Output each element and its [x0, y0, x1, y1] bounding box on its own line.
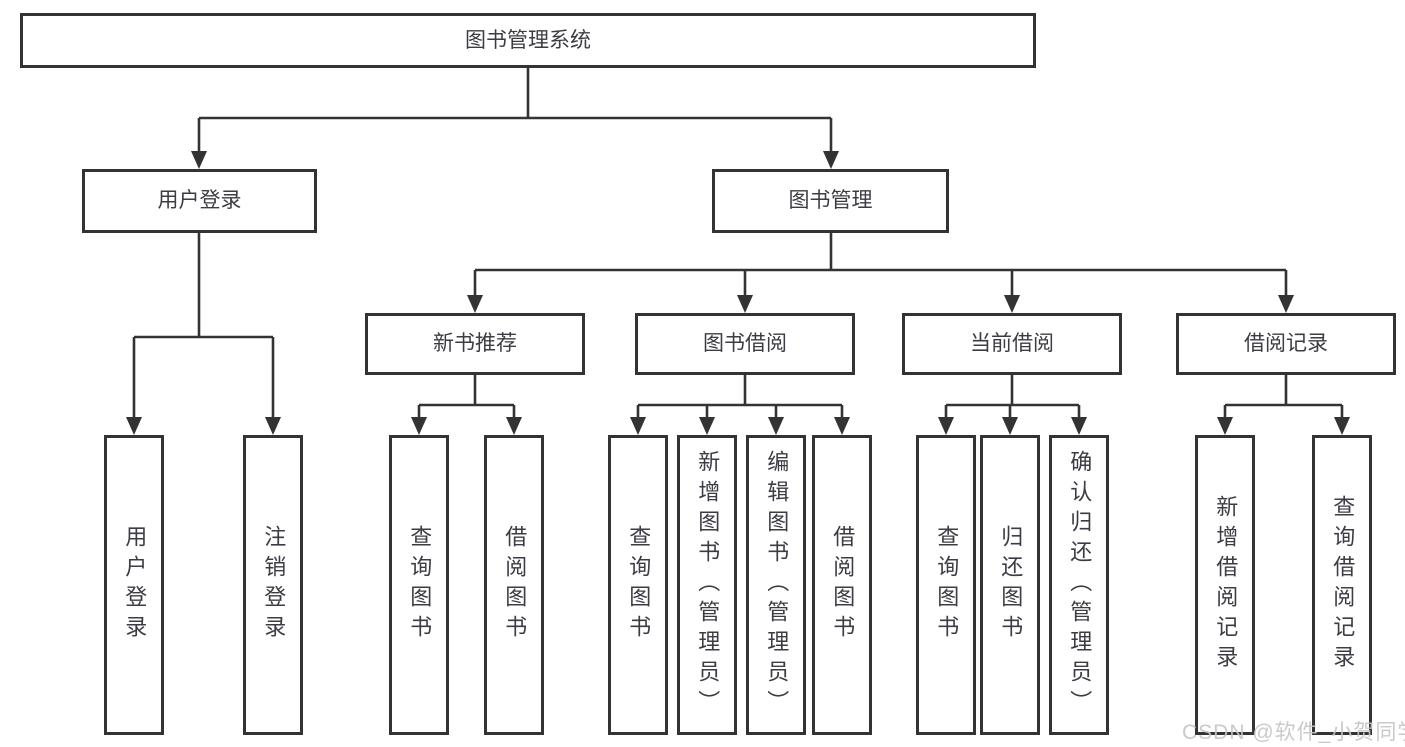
leaf-recommend-borrow-books: 借阅图书 — [484, 435, 544, 735]
node-new-book-recommend: 新书推荐 — [365, 313, 585, 375]
node-book-management-module: 图书管理 — [712, 169, 949, 233]
leaf-user-login: 用户登录 — [104, 435, 164, 735]
leaf-add-borrow-record: 新增借阅记录 — [1195, 435, 1255, 735]
node-book-borrowing: 图书借阅 — [635, 313, 855, 375]
csdn-watermark: CSDN @软件_小贺同学 — [1182, 721, 1405, 744]
node-current-borrowing: 当前借阅 — [902, 313, 1122, 375]
leaf-add-books-admin: 新增图书（管理员） — [677, 435, 737, 735]
node-borrowing-records: 借阅记录 — [1176, 313, 1396, 375]
leaf-query-borrow-record: 查询借阅记录 — [1312, 435, 1372, 735]
leaf-current-query-books: 查询图书 — [916, 435, 976, 735]
leaf-return-books: 归还图书 — [980, 435, 1040, 735]
node-user-login-module: 用户登录 — [82, 169, 317, 233]
leaf-borrow-query-books: 查询图书 — [608, 435, 668, 735]
leaf-borrow-books: 借阅图书 — [812, 435, 872, 735]
leaf-edit-books-admin: 编辑图书（管理员） — [746, 435, 806, 735]
leaf-recommend-query-books: 查询图书 — [389, 435, 449, 735]
leaf-confirm-return-admin: 确认归还（管理员） — [1049, 435, 1109, 735]
leaf-logout: 注销登录 — [243, 435, 303, 735]
node-system-root: 图书管理系统 — [20, 13, 1036, 68]
